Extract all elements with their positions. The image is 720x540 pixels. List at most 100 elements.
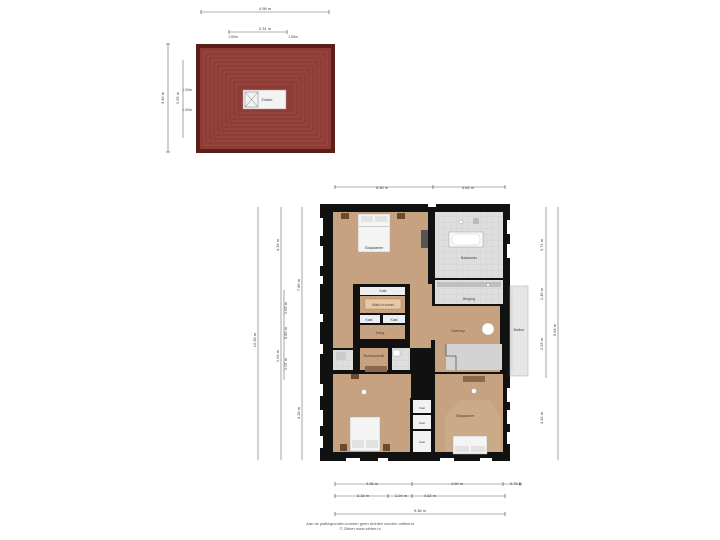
- room-label-bureau: Bureauruimte: [363, 354, 384, 358]
- plan-dim-left-g: 4.28 m: [296, 406, 301, 419]
- attic-label: Zolder: [261, 97, 273, 102]
- sink: [473, 218, 479, 224]
- plan-dim-bottom-total: 9.36 m: [414, 508, 427, 513]
- staircase: [446, 344, 502, 370]
- roof-dim-left-inner: 2.65 m: [175, 91, 180, 104]
- plan-dim-bottom2-c: 4.82 m: [424, 493, 437, 498]
- plan-dim-bottom2-a: 3.15 m: [357, 493, 370, 498]
- plan-dim-bottom1-b: 4.90 m: [451, 481, 464, 486]
- room-label-kast-a: Kast: [365, 318, 372, 322]
- closet-2: [413, 415, 431, 429]
- room-label-overloop: Overloop: [451, 329, 465, 333]
- roof-dim-inner-left: 1.50m: [228, 35, 238, 39]
- wall: [353, 284, 357, 372]
- closet-1: [413, 400, 431, 413]
- roof-dim-top-inner: 2.31 m: [259, 26, 272, 31]
- plan-dim-left-e: 1.07 m: [283, 357, 288, 370]
- pillow: [375, 216, 387, 222]
- toilet-icon: [458, 219, 464, 225]
- bathtub-basin: [451, 233, 481, 246]
- balcony: [509, 285, 529, 377]
- roof-dim-top-outer: 4.98 m: [259, 6, 272, 11]
- desk-top: [463, 376, 485, 382]
- nightstand: [397, 213, 405, 219]
- plan-dim-left-f: 1.54 m: [275, 349, 280, 362]
- pillow: [455, 446, 469, 452]
- nightstand: [340, 444, 347, 451]
- wall: [500, 306, 503, 372]
- wall: [388, 342, 391, 372]
- room-label-kast-small-2: Kast: [419, 421, 425, 425]
- wall: [411, 429, 431, 431]
- plan-dim-bottom2-b: 1.04 m: [395, 493, 408, 498]
- room-label-walk-in: Walk-in closet: [372, 303, 394, 307]
- wall: [433, 278, 505, 280]
- wall: [357, 339, 410, 342]
- attic-ladder-cross: [244, 91, 259, 108]
- plan-dim-top-right: 3.66 m: [462, 185, 475, 190]
- walk-in-rack: [364, 298, 402, 310]
- room-label-kast-small-3: Kast: [419, 440, 425, 444]
- plan-dim-left-b: 7.86 m: [296, 278, 301, 291]
- copyright-text: © Zibber www.zibber.nl: [339, 526, 381, 531]
- pillow: [471, 446, 485, 452]
- roof-dim-left-outer: 3.46 m: [160, 91, 165, 104]
- roof-plan: 4.98 m 2.31 m 1.50m 1.50m 3.46 m 2.65 m …: [160, 6, 335, 153]
- attic-ladder-icon: [244, 91, 259, 108]
- desk-top: [365, 366, 387, 372]
- wall: [433, 304, 505, 306]
- plan-dim-left-d: 0.80 m: [283, 326, 288, 339]
- stair-rail: [445, 344, 457, 370]
- round-table: [481, 322, 495, 336]
- plan-dim-bottom1-c: 0.75 m: [510, 481, 523, 486]
- room-label-slaapkamer-top: Slaapkamer: [365, 246, 385, 250]
- pillow: [361, 216, 373, 222]
- room-label-gang: Gang: [376, 331, 385, 335]
- wall: [410, 398, 413, 454]
- kast-a-floor: [360, 315, 380, 324]
- wall: [435, 372, 503, 374]
- dresser: [421, 230, 428, 248]
- room-label-kast-b: Kast: [390, 318, 397, 322]
- room-label-kast-small-1: Kast: [419, 406, 425, 410]
- room-label-badkamer: Badkamer: [461, 256, 478, 260]
- chair: [361, 389, 367, 395]
- room-label-slaapkamer-right: Slaapkamer: [456, 414, 476, 418]
- sink-basin: [486, 283, 490, 287]
- kast-b-floor: [383, 315, 405, 324]
- room-label-balkon: Balkon: [514, 328, 525, 332]
- mid-corridor-floor: [410, 284, 432, 348]
- plan-dim-right-a: 3.71 m: [539, 238, 544, 251]
- plan-dim-right-total: 9.94 m: [552, 323, 557, 336]
- left-corridor-floor: [333, 284, 353, 348]
- chair: [471, 388, 477, 394]
- kast-floor: [360, 286, 405, 295]
- pillow: [352, 440, 364, 448]
- main-floor-plan: 5.36 m 3.66 m 12.30 m 4.34 m 1.54 m 7.86…: [252, 185, 559, 516]
- wall: [428, 212, 434, 280]
- plan-dim-right-c: 2.93 m: [539, 337, 544, 350]
- windows: [320, 204, 510, 461]
- wall: [431, 340, 435, 454]
- washbasin: [392, 349, 401, 357]
- nightstand: [383, 444, 390, 451]
- roof-dim-side-upper: 1.00m: [182, 88, 192, 92]
- storage-counter: [437, 282, 501, 287]
- plan-dim-bottom1-a: 4.36 m: [366, 481, 379, 486]
- room-label-berging: Berging: [463, 297, 475, 301]
- plan-dim-right-b: 1.46 m: [539, 287, 544, 300]
- wall: [353, 284, 410, 287]
- closet-3: [413, 431, 431, 452]
- bed-fold: [359, 226, 389, 227]
- desk: [351, 374, 359, 379]
- plan-dim-top-left: 5.36 m: [376, 185, 389, 190]
- nightstand: [341, 213, 349, 219]
- gang-floor: [360, 325, 405, 339]
- wall: [380, 313, 382, 325]
- bureau-floor: [360, 348, 388, 370]
- plan-dim-left-c: 1.63 m: [283, 301, 288, 314]
- disclaimer-text: Aan de plattegronden kunnen geen rechten…: [306, 521, 414, 526]
- plan-dim-left-total: 12.30 m: [252, 332, 257, 347]
- pillow: [366, 440, 378, 448]
